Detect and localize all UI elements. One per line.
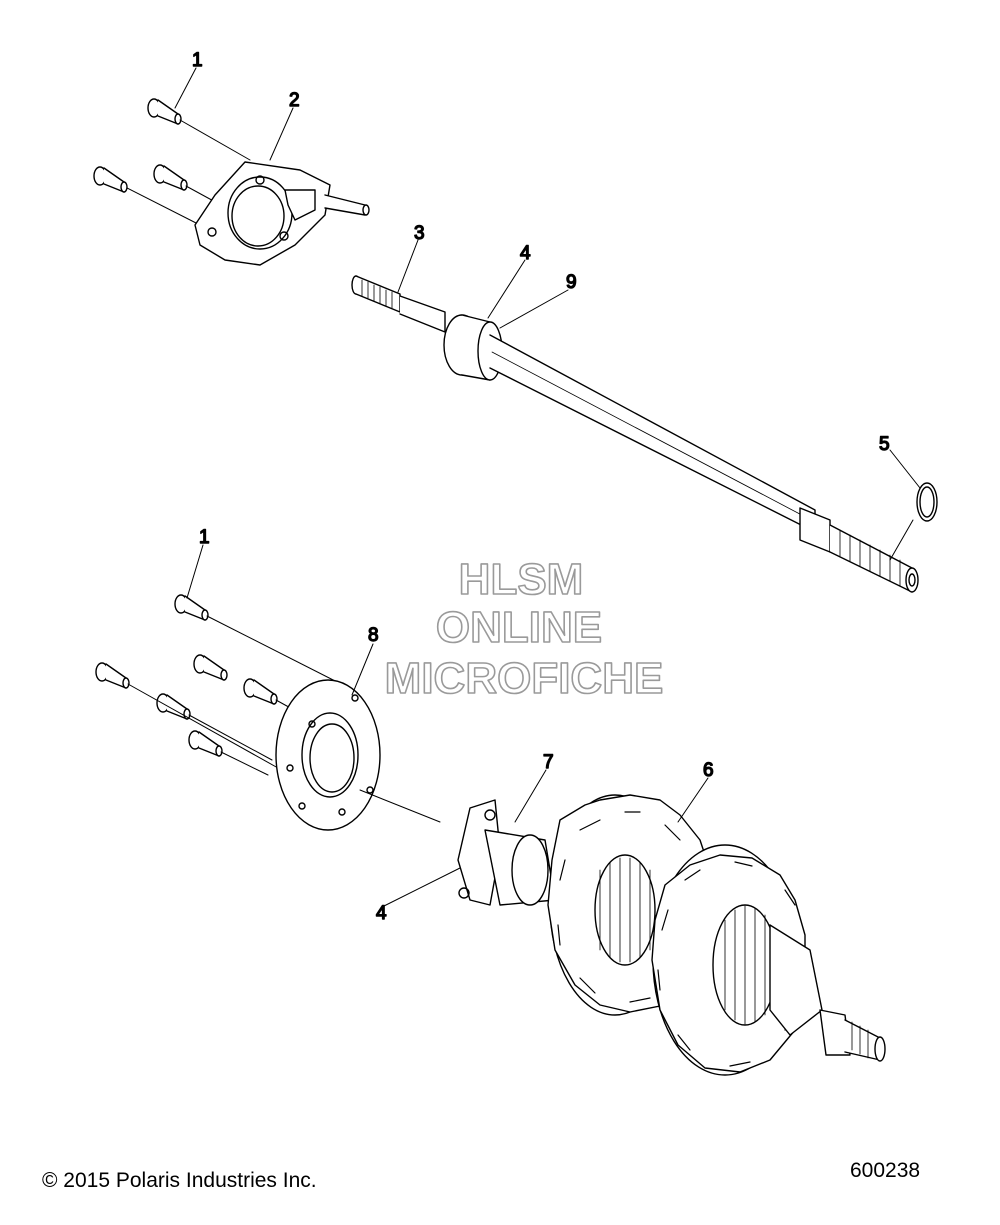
bolt-lower-1 xyxy=(174,594,209,621)
bolt-lower-6 xyxy=(188,730,223,757)
bearing-flange-round xyxy=(275,679,441,831)
bolt-lower-2 xyxy=(95,662,130,689)
bolt-upper-1 xyxy=(147,98,182,125)
callout-6: 6 xyxy=(703,760,714,781)
watermark-line-1: HLSM xyxy=(459,555,584,604)
bearing-flange-plate xyxy=(194,161,370,266)
gear-cluster xyxy=(457,794,886,1076)
bolt-lower-3 xyxy=(193,654,228,681)
callout-1-lower: 1 xyxy=(199,527,210,548)
watermark-line-2: ONLINE xyxy=(436,603,602,652)
bolt-upper-3 xyxy=(153,164,188,191)
callout-1-upper: 1 xyxy=(192,50,203,71)
leader-line xyxy=(126,187,201,226)
callout-2: 2 xyxy=(289,90,300,111)
bolt-lower-5 xyxy=(156,693,191,720)
callout-9: 9 xyxy=(566,272,577,293)
callout-8: 8 xyxy=(368,625,379,646)
bolt-lower-4 xyxy=(243,678,278,705)
callout-4-upper: 4 xyxy=(520,243,531,264)
main-shaft xyxy=(351,275,919,593)
o-ring xyxy=(916,482,938,522)
leader-line xyxy=(179,119,251,161)
leader-line xyxy=(188,714,273,761)
watermark-line-3: MICROFICHE xyxy=(385,654,664,703)
callout-3: 3 xyxy=(414,223,425,244)
leader-line xyxy=(206,615,346,687)
callout-7: 7 xyxy=(543,752,554,773)
leader-line xyxy=(127,683,279,769)
bolt-upper-2 xyxy=(93,166,128,193)
leader-line xyxy=(220,751,269,776)
callout-4-lower: 4 xyxy=(376,903,387,924)
drawing-number: 600238 xyxy=(850,1159,921,1182)
callout-5: 5 xyxy=(879,434,890,455)
copyright-notice: © 2015 Polaris Industries Inc. xyxy=(42,1169,317,1192)
callout-leaders xyxy=(174,67,921,907)
